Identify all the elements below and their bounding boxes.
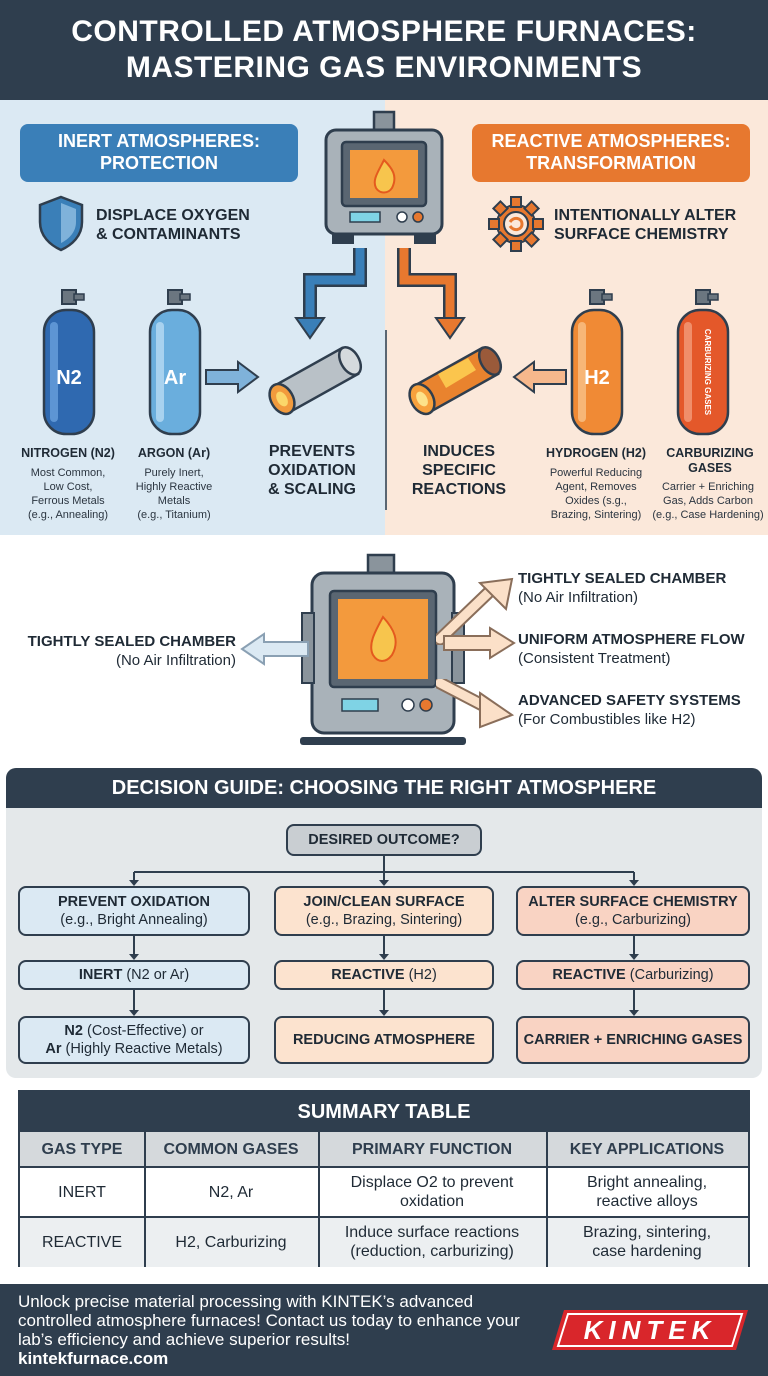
footer: Unlock precise material processing with …: [0, 1284, 768, 1376]
kintek-logo[interactable]: KINTEK: [550, 1308, 750, 1352]
table-header-cell: PRIMARY FUNCTION: [352, 1140, 512, 1158]
summary-table: SUMMARY TABLE GAS TYPE COMMON GASES PRIM…: [18, 1090, 750, 1267]
arrow-left-blue-icon: [240, 632, 309, 666]
reactive-pill-line2: TRANSFORMATION: [526, 153, 696, 173]
argon-tank-icon: Ar: [148, 289, 202, 436]
gear-icon: [488, 196, 544, 252]
choice-reducing: REDUCING ATMOSPHERE: [274, 1016, 494, 1064]
svg-text:N2: N2: [56, 367, 82, 389]
table-divider: [20, 1166, 748, 1168]
table-cell: H2, Carburizing: [175, 1233, 287, 1251]
outcome-join-clean: JOIN/CLEAN SURFACE (e.g., Brazing, Sinte…: [274, 886, 494, 936]
flow-arrows: [294, 248, 466, 340]
shield-icon: [38, 195, 84, 252]
table-divider: [546, 1132, 548, 1267]
table-divider: [144, 1132, 146, 1267]
svg-text:CARBURIZING GASES: CARBURIZING GASES: [703, 329, 712, 416]
choice-inert: N2 (Cost-Effective) or Ar (Highly Reacti…: [18, 1016, 250, 1064]
atmosphere-comparison: INERT ATMOSPHERES: PROTECTION REACTIVE A…: [0, 100, 768, 535]
svg-text:Ar: Ar: [164, 367, 186, 389]
feature-right2-title: UNIFORM ATMOSPHERE FLOW: [518, 631, 745, 648]
page-title-line2: MASTERING GAS ENVIRONMENTS: [125, 51, 643, 84]
panel-divider: [385, 330, 387, 510]
arrow-diag-down-icon: [436, 679, 515, 729]
feature-right3-title: ADVANCED SAFETY SYSTEMS: [518, 692, 741, 709]
nitrogen-tank-icon: N2: [42, 289, 96, 436]
feature-left-title: TIGHTLY SEALED CHAMBER: [27, 633, 236, 650]
furnace-large-icon: [300, 553, 466, 745]
table-cell: Brazing, sintering, case hardening: [582, 1224, 712, 1260]
table-cell: Displace O2 to prevent oxidation: [350, 1174, 514, 1210]
metal-pipe-icon: [268, 346, 363, 416]
arrow-right-icon: [205, 360, 260, 394]
choice-carrier-enriching: CARRIER + ENRICHING GASES: [516, 1016, 750, 1064]
table-cell: Bright annealing, reactive alloys: [586, 1174, 708, 1210]
page-header: CONTROLLED ATMOSPHERE FURNACES: MASTERIN…: [0, 0, 768, 100]
feature-right1-title: TIGHTLY SEALED CHAMBER: [518, 570, 727, 587]
table-divider: [318, 1132, 320, 1267]
table-header-cell: COMMON GASES: [163, 1140, 299, 1158]
table-row-alt-bg: [20, 1217, 748, 1267]
inert-pill-line1: INERT ATMOSPHERES:: [57, 131, 260, 151]
carburizing-tank-icon: CARBURIZING GASES: [676, 289, 730, 436]
table-header-row: [20, 1132, 748, 1166]
footer-text: Unlock precise material processing with …: [18, 1292, 520, 1349]
decision-guide-title: DECISION GUIDE: CHOOSING THE RIGHT ATMOS…: [6, 768, 762, 808]
decision-guide: DECISION GUIDE: CHOOSING THE RIGHT ATMOS…: [6, 768, 762, 1078]
table-header-cell: GAS TYPE: [41, 1140, 123, 1158]
table-cell: REACTIVE: [41, 1233, 122, 1251]
website-link[interactable]: kintekfurnace.com: [18, 1349, 169, 1368]
table-cell: INERT: [58, 1183, 106, 1201]
feature-right3-sub: (For Combustibles like H2): [518, 711, 696, 728]
furnace-icon: [324, 110, 444, 244]
table-header-cell: KEY APPLICATIONS: [569, 1140, 725, 1158]
decision-connectors: [129, 856, 639, 1016]
feature-left-sub: (No Air Infiltration): [115, 652, 236, 669]
reactive-subtitle: INTENTIONALLY ALTER SURFACE CHEMISTRY: [554, 207, 737, 243]
inert-pill-line2: PROTECTION: [99, 153, 218, 173]
furnace-features: TIGHTLY SEALED CHAMBER (No Air Infiltrat…: [0, 535, 768, 765]
type-reactive-h2: REACTIVE (H2): [274, 960, 494, 990]
decision-root: DESIRED OUTCOME?: [286, 824, 482, 856]
table-divider: [20, 1216, 748, 1218]
feature-right1-sub: (No Air Infiltration): [518, 589, 639, 606]
nitrogen-name: NITROGEN (N2): [21, 446, 115, 460]
hydrogen-tank-icon: H2: [570, 289, 624, 436]
inert-subtitle: DISPLACE OXYGEN & CONTAMINANTS: [96, 207, 250, 243]
outcome-alter-chemistry: ALTER SURFACE CHEMISTRY (e.g., Carburizi…: [516, 886, 750, 936]
glowing-pipe-icon: [408, 346, 503, 416]
feature-right2-sub: (Consistent Treatment): [518, 650, 671, 667]
summary-table-title: SUMMARY TABLE: [20, 1092, 748, 1132]
type-inert: INERT (N2 or Ar): [18, 960, 250, 990]
table-cell: N2, Ar: [208, 1183, 254, 1201]
arrow-right-orange-icon: [443, 626, 516, 660]
outcome-prevent-oxidation: PREVENT OXIDATION (e.g., Bright Annealin…: [18, 886, 250, 936]
hydrogen-name: HYDROGEN (H2): [545, 446, 646, 460]
inert-pill: INERT ATMOSPHERES: PROTECTION: [20, 124, 298, 182]
type-reactive-carburizing: REACTIVE (Carburizing): [516, 960, 750, 990]
svg-text:KINTEK: KINTEK: [584, 1315, 717, 1345]
nitrogen-desc: Most Common,Low Cost,Ferrous Metals(e.g.…: [27, 467, 109, 521]
arrow-diag-up-icon: [436, 577, 514, 645]
argon-name: ARGON (Ar): [137, 446, 211, 460]
page-title-line1: CONTROLLED ATMOSPHERE FURNACES:: [71, 15, 697, 48]
reactive-pill-line1: REACTIVE ATMOSPHERES:: [491, 131, 731, 151]
svg-text:H2: H2: [584, 367, 610, 389]
reactive-pill: REACTIVE ATMOSPHERES: TRANSFORMATION: [472, 124, 750, 182]
table-cell: Induce surface reactions (reduction, car…: [344, 1224, 520, 1260]
arrow-left-icon: [512, 360, 567, 394]
